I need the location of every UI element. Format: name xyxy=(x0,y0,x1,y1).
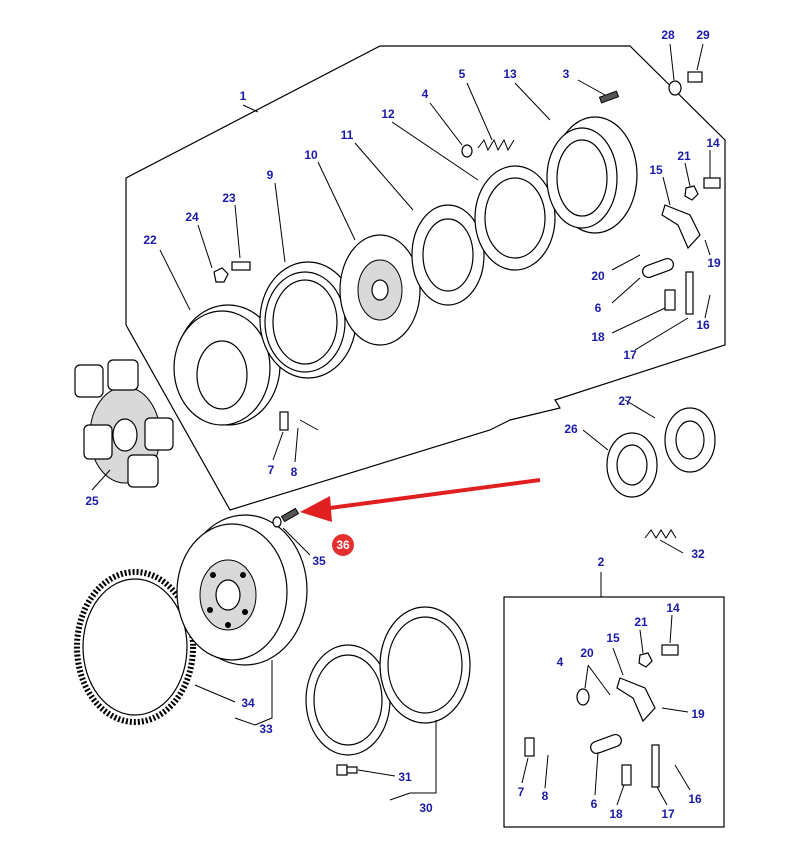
bolt-14 xyxy=(703,177,721,189)
callout-22: 22 xyxy=(143,233,157,247)
callout-18: 18 xyxy=(591,330,605,344)
callout-16: 16 xyxy=(696,318,710,332)
callout-32: 32 xyxy=(691,547,705,561)
callout-30: 30 xyxy=(419,801,433,815)
bolt-23 xyxy=(231,261,251,271)
callout-31: 31 xyxy=(398,770,412,784)
callout-8: 8 xyxy=(291,465,298,479)
callout-24: 24 xyxy=(185,210,199,224)
kit-callout-17: 17 xyxy=(661,807,675,821)
friction-ring-11 xyxy=(411,204,485,306)
kit-washer-4 xyxy=(576,688,590,706)
release-bearing-26 xyxy=(606,432,658,498)
kit-lever-6 xyxy=(590,733,622,755)
kit-pin-17 xyxy=(651,744,660,788)
callout-1: 1 xyxy=(240,89,247,103)
callout-29: 29 xyxy=(696,28,710,42)
callout-26: 26 xyxy=(564,422,578,436)
kit-lever-15 xyxy=(616,677,656,723)
drive-disc-10 xyxy=(339,234,421,346)
callout-9: 9 xyxy=(267,168,274,182)
kit-nut-21 xyxy=(638,652,653,668)
kit-pin-18 xyxy=(621,764,632,786)
kit-callout-18: 18 xyxy=(609,807,623,821)
callout-33: 33 xyxy=(259,722,273,736)
cover-gasket-30 xyxy=(305,606,471,756)
leader-lines xyxy=(91,43,711,806)
spring-5 xyxy=(477,138,515,152)
callout-19: 19 xyxy=(707,256,721,270)
kit-callout-7: 7 xyxy=(518,785,525,799)
callout-17: 17 xyxy=(623,348,637,362)
highlight-marker xyxy=(332,534,354,556)
lever-15 xyxy=(661,204,701,250)
callout-5: 5 xyxy=(459,67,466,81)
lever-6 xyxy=(642,257,674,279)
callout-13: 13 xyxy=(503,67,517,81)
bolt-29 xyxy=(687,71,703,83)
kit-callout-8: 8 xyxy=(542,789,549,803)
pin-18 xyxy=(664,289,676,311)
flywheel-33 xyxy=(176,514,308,666)
kit-callout-4: 4 xyxy=(557,655,564,669)
kit-callout-14: 14 xyxy=(666,601,680,615)
kit-callout-16: 16 xyxy=(688,792,702,806)
bolt-3 xyxy=(598,90,620,104)
clip-8 xyxy=(299,419,319,431)
bearing-carrier-27 xyxy=(664,407,716,473)
pin-17 xyxy=(685,271,694,315)
spring-32 xyxy=(644,529,677,539)
callout-36: 36 xyxy=(336,538,350,552)
red-arrow xyxy=(300,478,541,522)
callout-12: 12 xyxy=(381,107,395,121)
kit-callout-19: 19 xyxy=(691,707,705,721)
nut-24 xyxy=(213,267,229,283)
callout-3: 3 xyxy=(563,67,570,81)
callout-15: 15 xyxy=(649,163,663,177)
washer-4 xyxy=(461,144,473,158)
kit-bolt-14 xyxy=(661,644,679,656)
kit-callout-6: 6 xyxy=(591,797,598,811)
bolt-31 xyxy=(336,764,358,776)
callout-28: 28 xyxy=(661,28,675,42)
kit-callout-15: 15 xyxy=(606,631,620,645)
clutch-disc-25 xyxy=(74,359,174,488)
kit-callout-21: 21 xyxy=(634,615,648,629)
bolt-35 xyxy=(272,507,300,528)
callout-7: 7 xyxy=(268,463,275,477)
callout-27: 27 xyxy=(618,394,632,408)
callout-34: 34 xyxy=(241,696,255,710)
callout-2: 2 xyxy=(598,555,605,569)
ring-gear-34 xyxy=(74,569,196,725)
callout-6: 6 xyxy=(595,301,602,315)
callouts: 1 2 3 4 5 6 7 8 9 10 11 12 13 14 15 16 1… xyxy=(85,28,721,821)
pin-7 xyxy=(279,411,289,431)
clutch-cover-13 xyxy=(546,116,638,234)
callout-23: 23 xyxy=(222,191,236,205)
pressure-plate-22 xyxy=(173,304,281,426)
callout-10: 10 xyxy=(304,148,318,162)
callout-14: 14 xyxy=(706,136,720,150)
kit-box-2 xyxy=(503,596,725,828)
callout-25: 25 xyxy=(85,494,99,508)
callout-4: 4 xyxy=(422,87,429,101)
assembly-frame-1 xyxy=(125,45,726,511)
kit-callout-20: 20 xyxy=(580,646,594,660)
clutch-plate-12 xyxy=(474,165,556,271)
callout-35: 35 xyxy=(312,554,326,568)
washer-28 xyxy=(668,80,682,96)
callout-21: 21 xyxy=(677,149,691,163)
kit-pin-7 xyxy=(524,737,535,757)
intermediate-plate-9 xyxy=(259,261,357,379)
nut-21 xyxy=(684,185,699,201)
callout-11: 11 xyxy=(341,128,354,142)
callout-20: 20 xyxy=(591,269,605,283)
